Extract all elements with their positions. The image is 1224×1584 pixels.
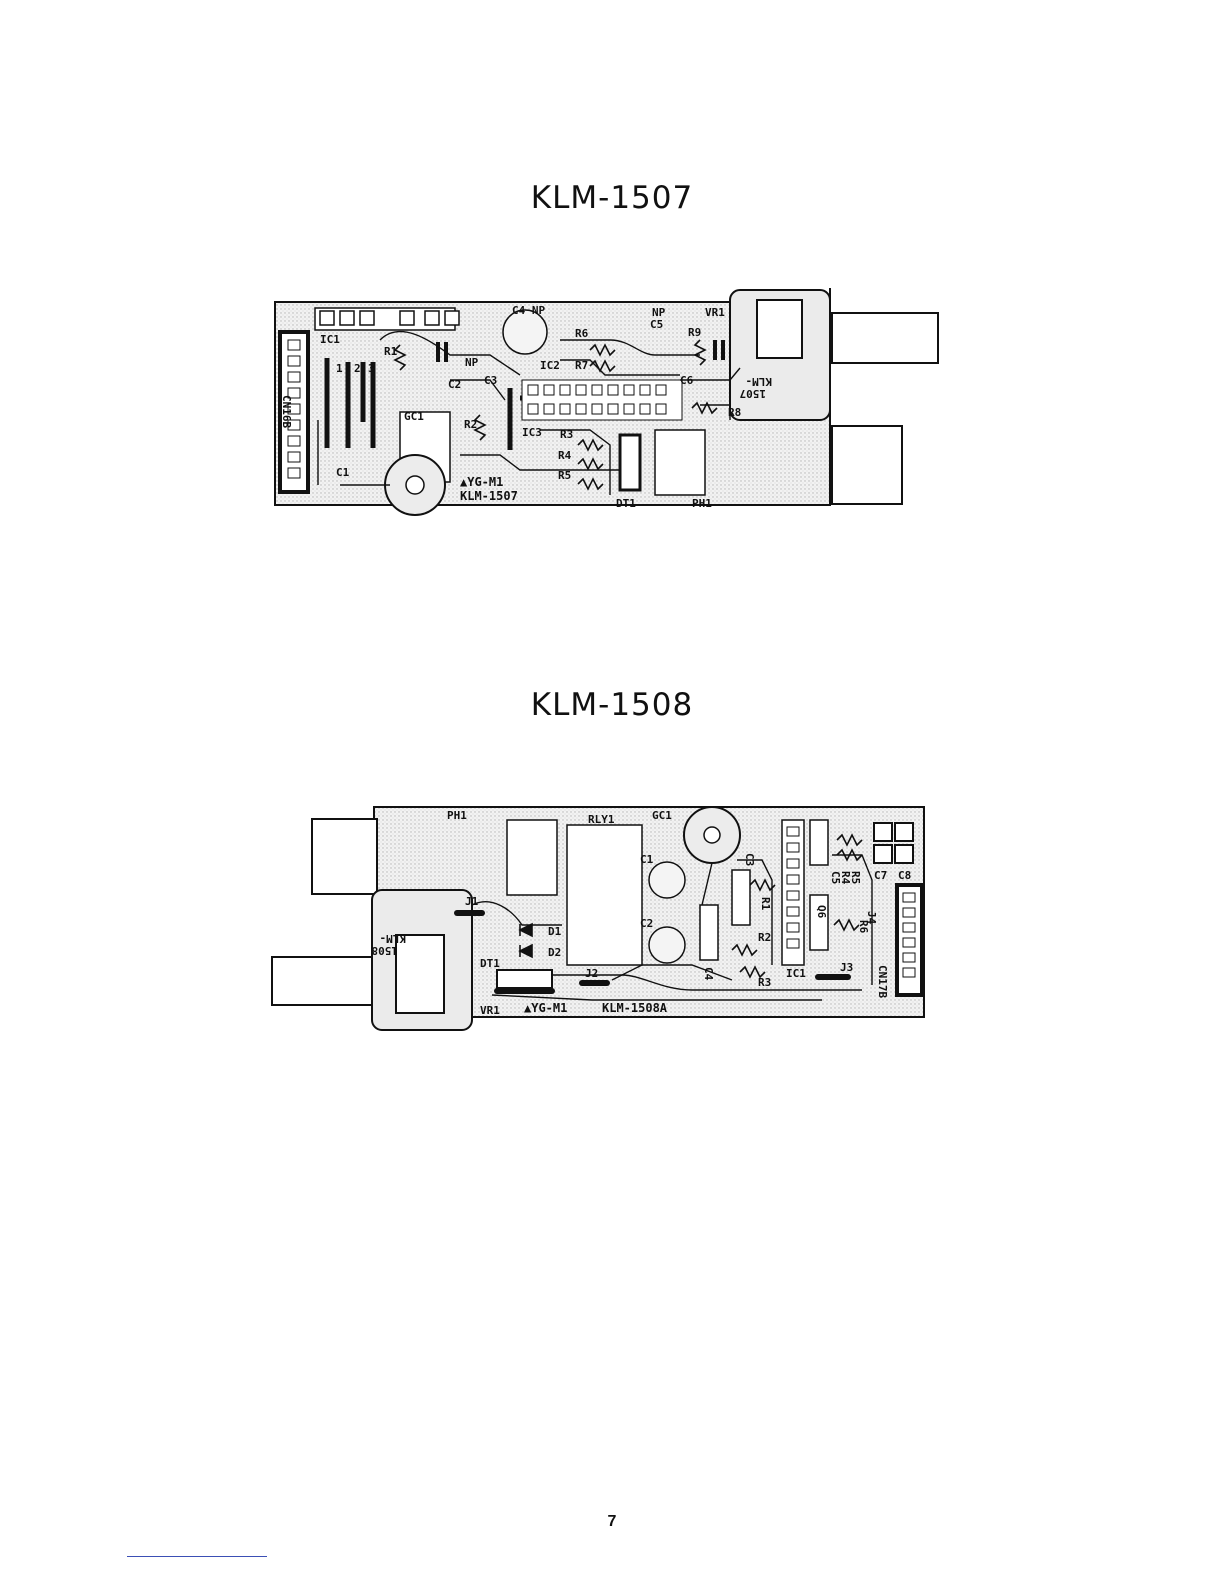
label-q6: Q6 [815,905,828,919]
label-yg-m1: ▲YG-M1 [460,475,503,489]
label-c3: C3 [743,853,756,866]
label-r2: R2 [464,418,477,431]
label-r7: R7 [575,359,588,372]
label-yg-m1: ▲YG-M1 [524,1001,567,1015]
label-j3: J3 [840,961,853,974]
label-pin2: 2 [354,362,361,375]
pcb-diagram-klm-1508: PH1 RLY1 GC1 C1 C2 C3 C4 C5 C7 C8 R1 R2 … [262,795,952,1045]
label-c5: C5 [650,318,663,331]
label-c2: C2 [448,378,461,391]
label-vr1: VR1 [705,306,725,319]
label-c4np: C4 NP [512,304,545,317]
label-pin1: 1 [336,362,343,375]
label-c1: C1 [336,466,350,479]
label-r3: R3 [560,428,573,441]
label-j2: J2 [585,967,598,980]
label-cn16b: CN16B [280,395,293,428]
label-dt1: DT1 [480,957,500,970]
label-r9: R9 [688,326,701,339]
label-ic1: IC1 [320,333,340,346]
rly1-relay [567,825,642,965]
label-vr1: VR1 [480,1004,500,1017]
label-c8: C8 [898,869,911,882]
label-ic2: IC2 [540,359,560,372]
label-j1: J1 [465,895,479,908]
footer-rule [127,1556,267,1557]
label-r3: R3 [758,976,771,989]
label-klm-1507: KLM-1507 [460,489,518,503]
label-np-mid: NP [465,356,479,369]
label-r2: R2 [758,931,771,944]
label-cn17b: CN17B [876,965,889,998]
page-number: 7 [0,1513,1224,1531]
label-c3: C3 [484,374,497,387]
label-r1: R1 [759,897,772,911]
label-number-mirror: 1507 [740,387,767,400]
ph1-block [655,430,705,495]
label-ph1: PH1 [692,497,712,510]
board-title-klm-1507: KLM-1507 [0,180,1224,216]
label-r1: R1 [384,345,398,358]
label-r4: R4 [558,449,572,462]
label-r5: R5 [558,469,571,482]
connector-shell-lower [832,426,902,504]
board-title-klm-1508: KLM-1508 [0,687,1224,723]
label-c7: C7 [874,869,887,882]
label-c2: C2 [640,917,653,930]
label-ic3: IC3 [522,426,542,439]
dt1-block [497,970,552,988]
label-gc1: GC1 [652,809,672,822]
label-j4: J4 [865,911,878,925]
label-d1: D1 [548,925,562,938]
label-klm-mirror: KLM- [746,375,773,388]
label-number-mirror: 1508 [372,944,399,957]
capacitor-c2 [649,927,685,963]
label-rly1: RLY1 [588,813,615,826]
label-klm-mirror: KLM- [380,932,407,945]
label-ic1: IC1 [786,967,806,980]
label-pin3: 3 [368,362,375,375]
connector-shell-upper [312,819,377,894]
pcb-layout-klm-1507: IC1 1 2 3 C4 NP NP C5 VR1 R6 R7 R8 R9 R1… [260,280,950,530]
capacitor-c1 [649,862,685,898]
label-r5: R5 [849,871,862,884]
connector-shell-upper [832,313,938,363]
label-c4: C4 [702,967,715,981]
pcb-diagram-klm-1507: IC1 1 2 3 C4 NP NP C5 VR1 R6 R7 R8 R9 R1… [260,280,950,530]
label-d2: D2 [548,946,561,959]
label-ph1: PH1 [447,809,467,822]
label-r6: R6 [575,327,589,340]
dt1-block [620,435,640,490]
label-r8: R8 [728,406,741,419]
label-klm-1508a: KLM-1508A [602,1001,668,1015]
connector-shell-lower [272,957,374,1005]
ph1-block [507,820,557,895]
label-gc1: GC1 [404,410,424,423]
label-c6: C6 [680,374,694,387]
label-c1: C1 [640,853,654,866]
pcb-layout-klm-1508: PH1 RLY1 GC1 C1 C2 C3 C4 C5 C7 C8 R1 R2 … [262,795,952,1045]
label-dt1: DT1 [616,497,636,510]
